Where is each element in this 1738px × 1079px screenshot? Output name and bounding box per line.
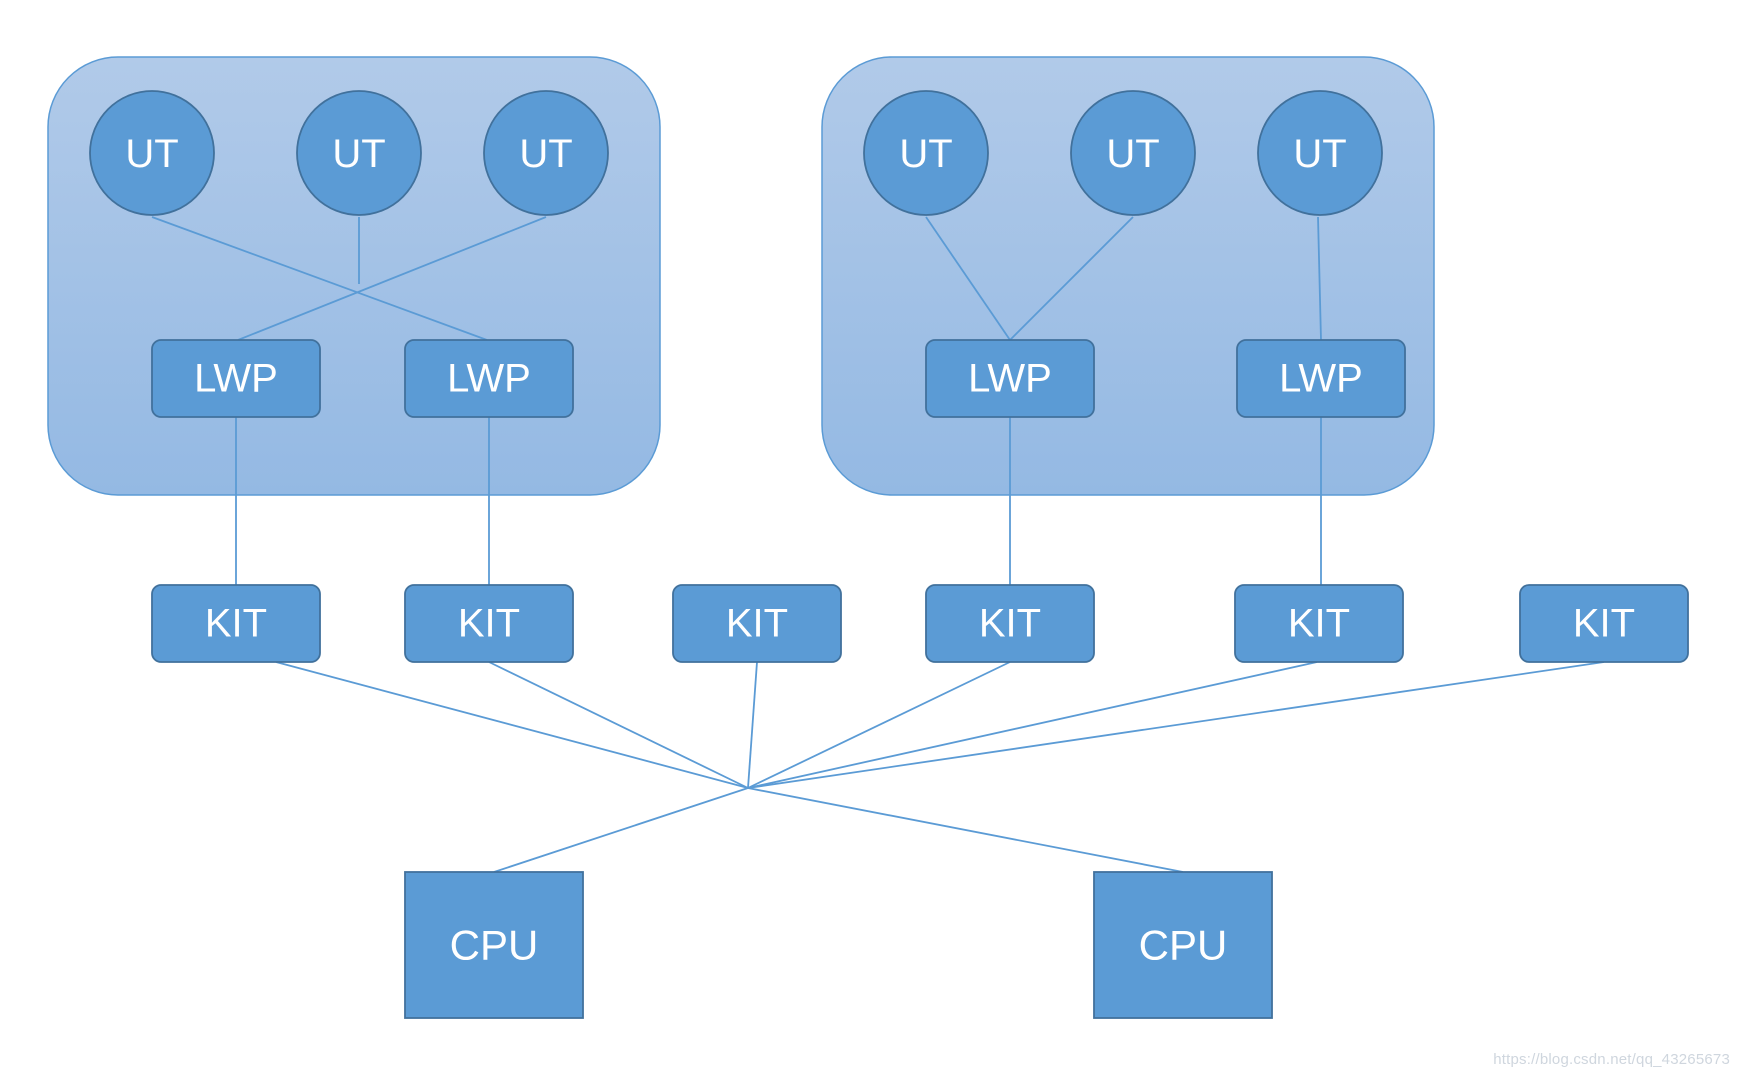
edge-p2-ut2-lwp1 xyxy=(1009,216,1134,341)
user-thread-circle xyxy=(863,90,989,216)
kernel-thread-label: KIT xyxy=(979,602,1041,646)
edge-scheduler-cpu1 xyxy=(493,787,749,873)
kernel-thread-node: KIT xyxy=(1519,584,1689,663)
lwp-node: LWP xyxy=(1236,339,1406,418)
kernel-thread-box xyxy=(672,584,842,663)
cpu-label: CPU xyxy=(450,922,539,969)
cpu-label: CPU xyxy=(1139,922,1228,969)
kernel-thread-box xyxy=(151,584,321,663)
kernel-thread-node: KIT xyxy=(1234,584,1404,663)
user-thread-label: UT xyxy=(1106,132,1159,176)
kernel-thread-label: KIT xyxy=(1573,602,1635,646)
lwp-label: LWP xyxy=(1279,357,1363,401)
lwp-node: LWP xyxy=(404,339,574,418)
kernel-thread-box xyxy=(925,584,1095,663)
edge-p2-ut1-lwp1 xyxy=(925,216,1011,341)
user-thread-node: UT xyxy=(483,90,609,216)
kernel-thread-node: KIT xyxy=(925,584,1095,663)
kernel-thread-node: KIT xyxy=(151,584,321,663)
lwp-label: LWP xyxy=(194,357,278,401)
edge-kit6-scheduler xyxy=(747,661,1605,789)
edge-kit4-scheduler xyxy=(747,661,1011,789)
kernel-thread-node: KIT xyxy=(404,584,574,663)
kernel-thread-box xyxy=(404,584,574,663)
lwp-box xyxy=(925,339,1095,418)
user-thread-label: UT xyxy=(519,132,572,176)
edge-kit2-scheduler xyxy=(488,661,749,789)
user-thread-node: UT xyxy=(89,90,215,216)
kernel-thread-label: KIT xyxy=(458,602,520,646)
user-thread-label: UT xyxy=(332,132,385,176)
lwp-label: LWP xyxy=(447,357,531,401)
user-thread-node: UT xyxy=(1070,90,1196,216)
lwp-label: LWP xyxy=(968,357,1052,401)
edge-p1-ut3-lwp1 xyxy=(237,216,547,341)
user-thread-circle xyxy=(1257,90,1383,216)
lwp-box xyxy=(1236,339,1406,418)
edge-kit5-scheduler xyxy=(747,661,1318,789)
lwp-node: LWP xyxy=(151,339,321,418)
edge-p2-ut3-lwp2 xyxy=(1317,216,1322,341)
user-thread-label: UT xyxy=(899,132,952,176)
lwp-box xyxy=(404,339,574,418)
cpu-node: CPU xyxy=(1093,871,1273,1019)
user-thread-circle xyxy=(89,90,215,216)
kernel-thread-label: KIT xyxy=(205,602,267,646)
user-thread-circle xyxy=(296,90,422,216)
user-thread-node: UT xyxy=(1257,90,1383,216)
user-thread-node: UT xyxy=(296,90,422,216)
user-thread-label: UT xyxy=(1293,132,1346,176)
edge-kit1-scheduler xyxy=(275,661,749,789)
lwp-box xyxy=(151,339,321,418)
edge-kit3-scheduler xyxy=(747,661,758,789)
kernel-thread-node: KIT xyxy=(672,584,842,663)
user-thread-label: UT xyxy=(125,132,178,176)
kernel-thread-box xyxy=(1234,584,1404,663)
user-thread-node: UT xyxy=(863,90,989,216)
kernel-thread-label: KIT xyxy=(726,602,788,646)
user-thread-circle xyxy=(1070,90,1196,216)
cpu-box xyxy=(1093,871,1273,1019)
edge-scheduler-cpu2 xyxy=(747,787,1184,873)
cpu-box xyxy=(404,871,584,1019)
kernel-thread-box xyxy=(1519,584,1689,663)
cpu-node: CPU xyxy=(404,871,584,1019)
kernel-thread-label: KIT xyxy=(1288,602,1350,646)
user-thread-circle xyxy=(483,90,609,216)
lwp-node: LWP xyxy=(925,339,1095,418)
edge-p1-ut1-lwp2 xyxy=(151,216,488,341)
watermark-text: https://blog.csdn.net/qq_43265673 xyxy=(1493,1051,1730,1068)
